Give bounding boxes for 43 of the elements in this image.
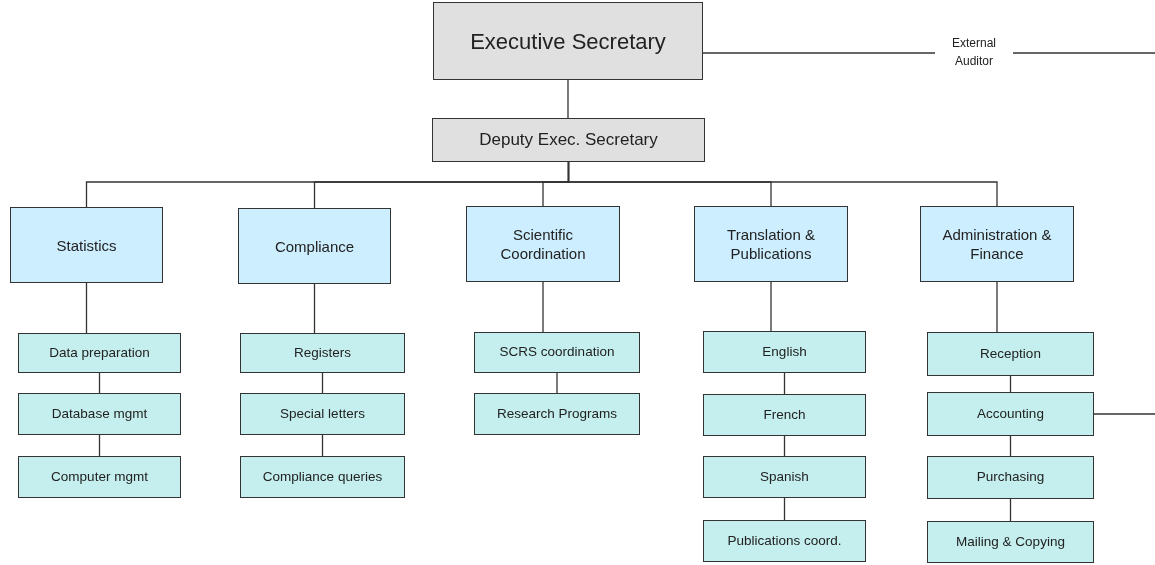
department-box: Statistics [10, 207, 163, 283]
connector-line [783, 497, 786, 521]
deputy-box: Deputy Exec. Secretary [432, 118, 705, 162]
connector-line [996, 281, 998, 333]
unit-box: SCRS coordination [474, 332, 640, 373]
unit-box: Registers [240, 333, 405, 373]
unit-box: Spanish [703, 456, 866, 498]
connector-line [1009, 435, 1012, 457]
connector-line [98, 372, 101, 394]
connector-line [783, 372, 786, 395]
connector-line [1012, 52, 1155, 54]
unit-box: Accounting [927, 392, 1094, 436]
unit-box: Database mgmt [18, 393, 181, 435]
unit-box: Data preparation [18, 333, 181, 373]
department-box: Scientific Coordination [466, 206, 620, 282]
unit-box: Research Programs [474, 393, 640, 435]
connector-line [783, 435, 786, 457]
unit-box: Special letters [240, 393, 405, 435]
unit-box: Purchasing [927, 456, 1094, 499]
connector-line [1009, 498, 1012, 522]
connector-line [98, 434, 101, 457]
unit-box: Reception [927, 332, 1094, 376]
connector-line [542, 281, 544, 333]
connector-line [567, 161, 998, 207]
unit-box: Mailing & Copying [927, 521, 1094, 563]
unit-box: French [703, 394, 866, 436]
unit-box: Publications coord. [703, 520, 866, 562]
unit-box: English [703, 331, 866, 373]
department-box: Translation & Publications [694, 206, 848, 282]
connector-line [1093, 413, 1155, 415]
connector-line [556, 372, 558, 394]
connector-line [702, 52, 936, 54]
connector-line [770, 281, 772, 332]
department-box: Compliance [238, 208, 391, 284]
department-box: Administration & Finance [920, 206, 1074, 282]
connector-line [313, 283, 316, 334]
executive-box: Executive Secretary [433, 2, 703, 80]
unit-box: Computer mgmt [18, 456, 181, 498]
connector-line [321, 372, 324, 394]
connector-line [567, 79, 569, 119]
unit-box: Compliance queries [240, 456, 405, 498]
connector-line [85, 282, 88, 334]
connector-line [321, 434, 324, 457]
